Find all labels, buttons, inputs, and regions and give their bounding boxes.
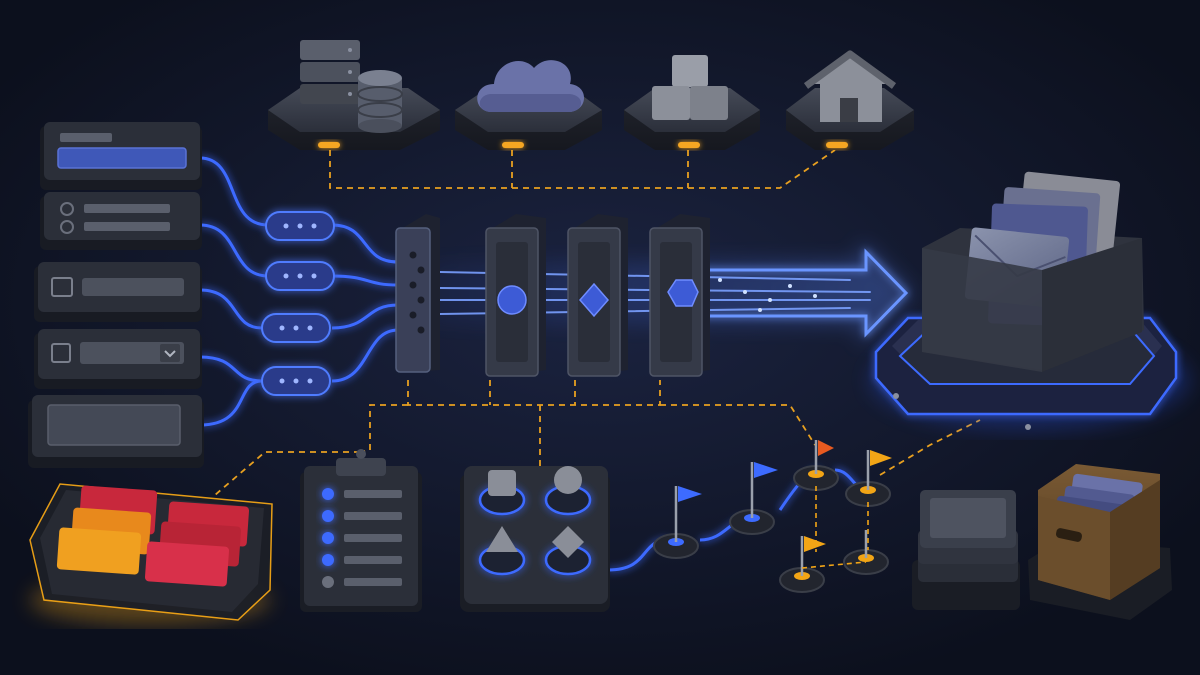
cubes-icon [652, 55, 728, 120]
flag-node-1 [653, 486, 702, 559]
server-database-icon [300, 40, 403, 133]
output-inbox-tray [870, 171, 1190, 430]
source-tile-servers [268, 40, 440, 150]
orange-flag-icon [804, 536, 826, 552]
cloud-icon [477, 60, 585, 112]
connector-pill-3 [261, 313, 331, 343]
form-field-checkbox-select [34, 329, 202, 389]
shape-button-circle [544, 466, 592, 516]
orange-flag-icon [870, 450, 892, 466]
shape-button-triangle [478, 526, 526, 576]
checklist-clipboard [300, 449, 422, 612]
source-tile-cloud [455, 60, 602, 150]
filter-stage-diamond [567, 214, 628, 377]
source-tile-house [786, 50, 914, 150]
form-field-radio-group [40, 192, 202, 250]
inbox-tray-icon [922, 171, 1144, 372]
archive-box-icon [1038, 464, 1160, 600]
dashed-connectors [214, 149, 981, 496]
blue-flag-icon [678, 486, 702, 502]
connector-pills [261, 211, 335, 396]
hexagon-shape [667, 279, 699, 307]
connector-pill-4 [261, 366, 331, 396]
filter-stage-dots [395, 214, 440, 373]
stacked-trays [912, 490, 1020, 610]
connector-pill-2 [265, 261, 335, 291]
filter-stage-hexagon [649, 214, 710, 377]
circle-shape [497, 285, 527, 315]
shape-sorter-panel [460, 466, 610, 612]
flag-node-2 [729, 462, 778, 535]
chevron-down-icon [164, 350, 176, 358]
form-field-text-area [28, 395, 204, 468]
card-bin [29, 483, 273, 624]
blue-flag-icon [754, 462, 778, 478]
form-field-checkbox [34, 262, 202, 322]
house-icon [803, 50, 897, 122]
shape-button-diamond [544, 526, 592, 576]
shape-button-square [478, 470, 526, 516]
form-field-text-input [40, 122, 202, 190]
archive-box [1028, 464, 1172, 620]
diamond-shape [579, 282, 609, 318]
orange-flag-icon [818, 440, 834, 456]
milestone-flags [653, 440, 892, 593]
filter-stage-circle [485, 214, 546, 377]
flag-node-4 [845, 450, 892, 507]
connector-pill-1 [265, 211, 335, 241]
flag-node-5 [779, 536, 826, 593]
checklist-items [322, 488, 402, 588]
source-tile-cubes [624, 55, 760, 150]
card-stack-red [56, 485, 250, 587]
